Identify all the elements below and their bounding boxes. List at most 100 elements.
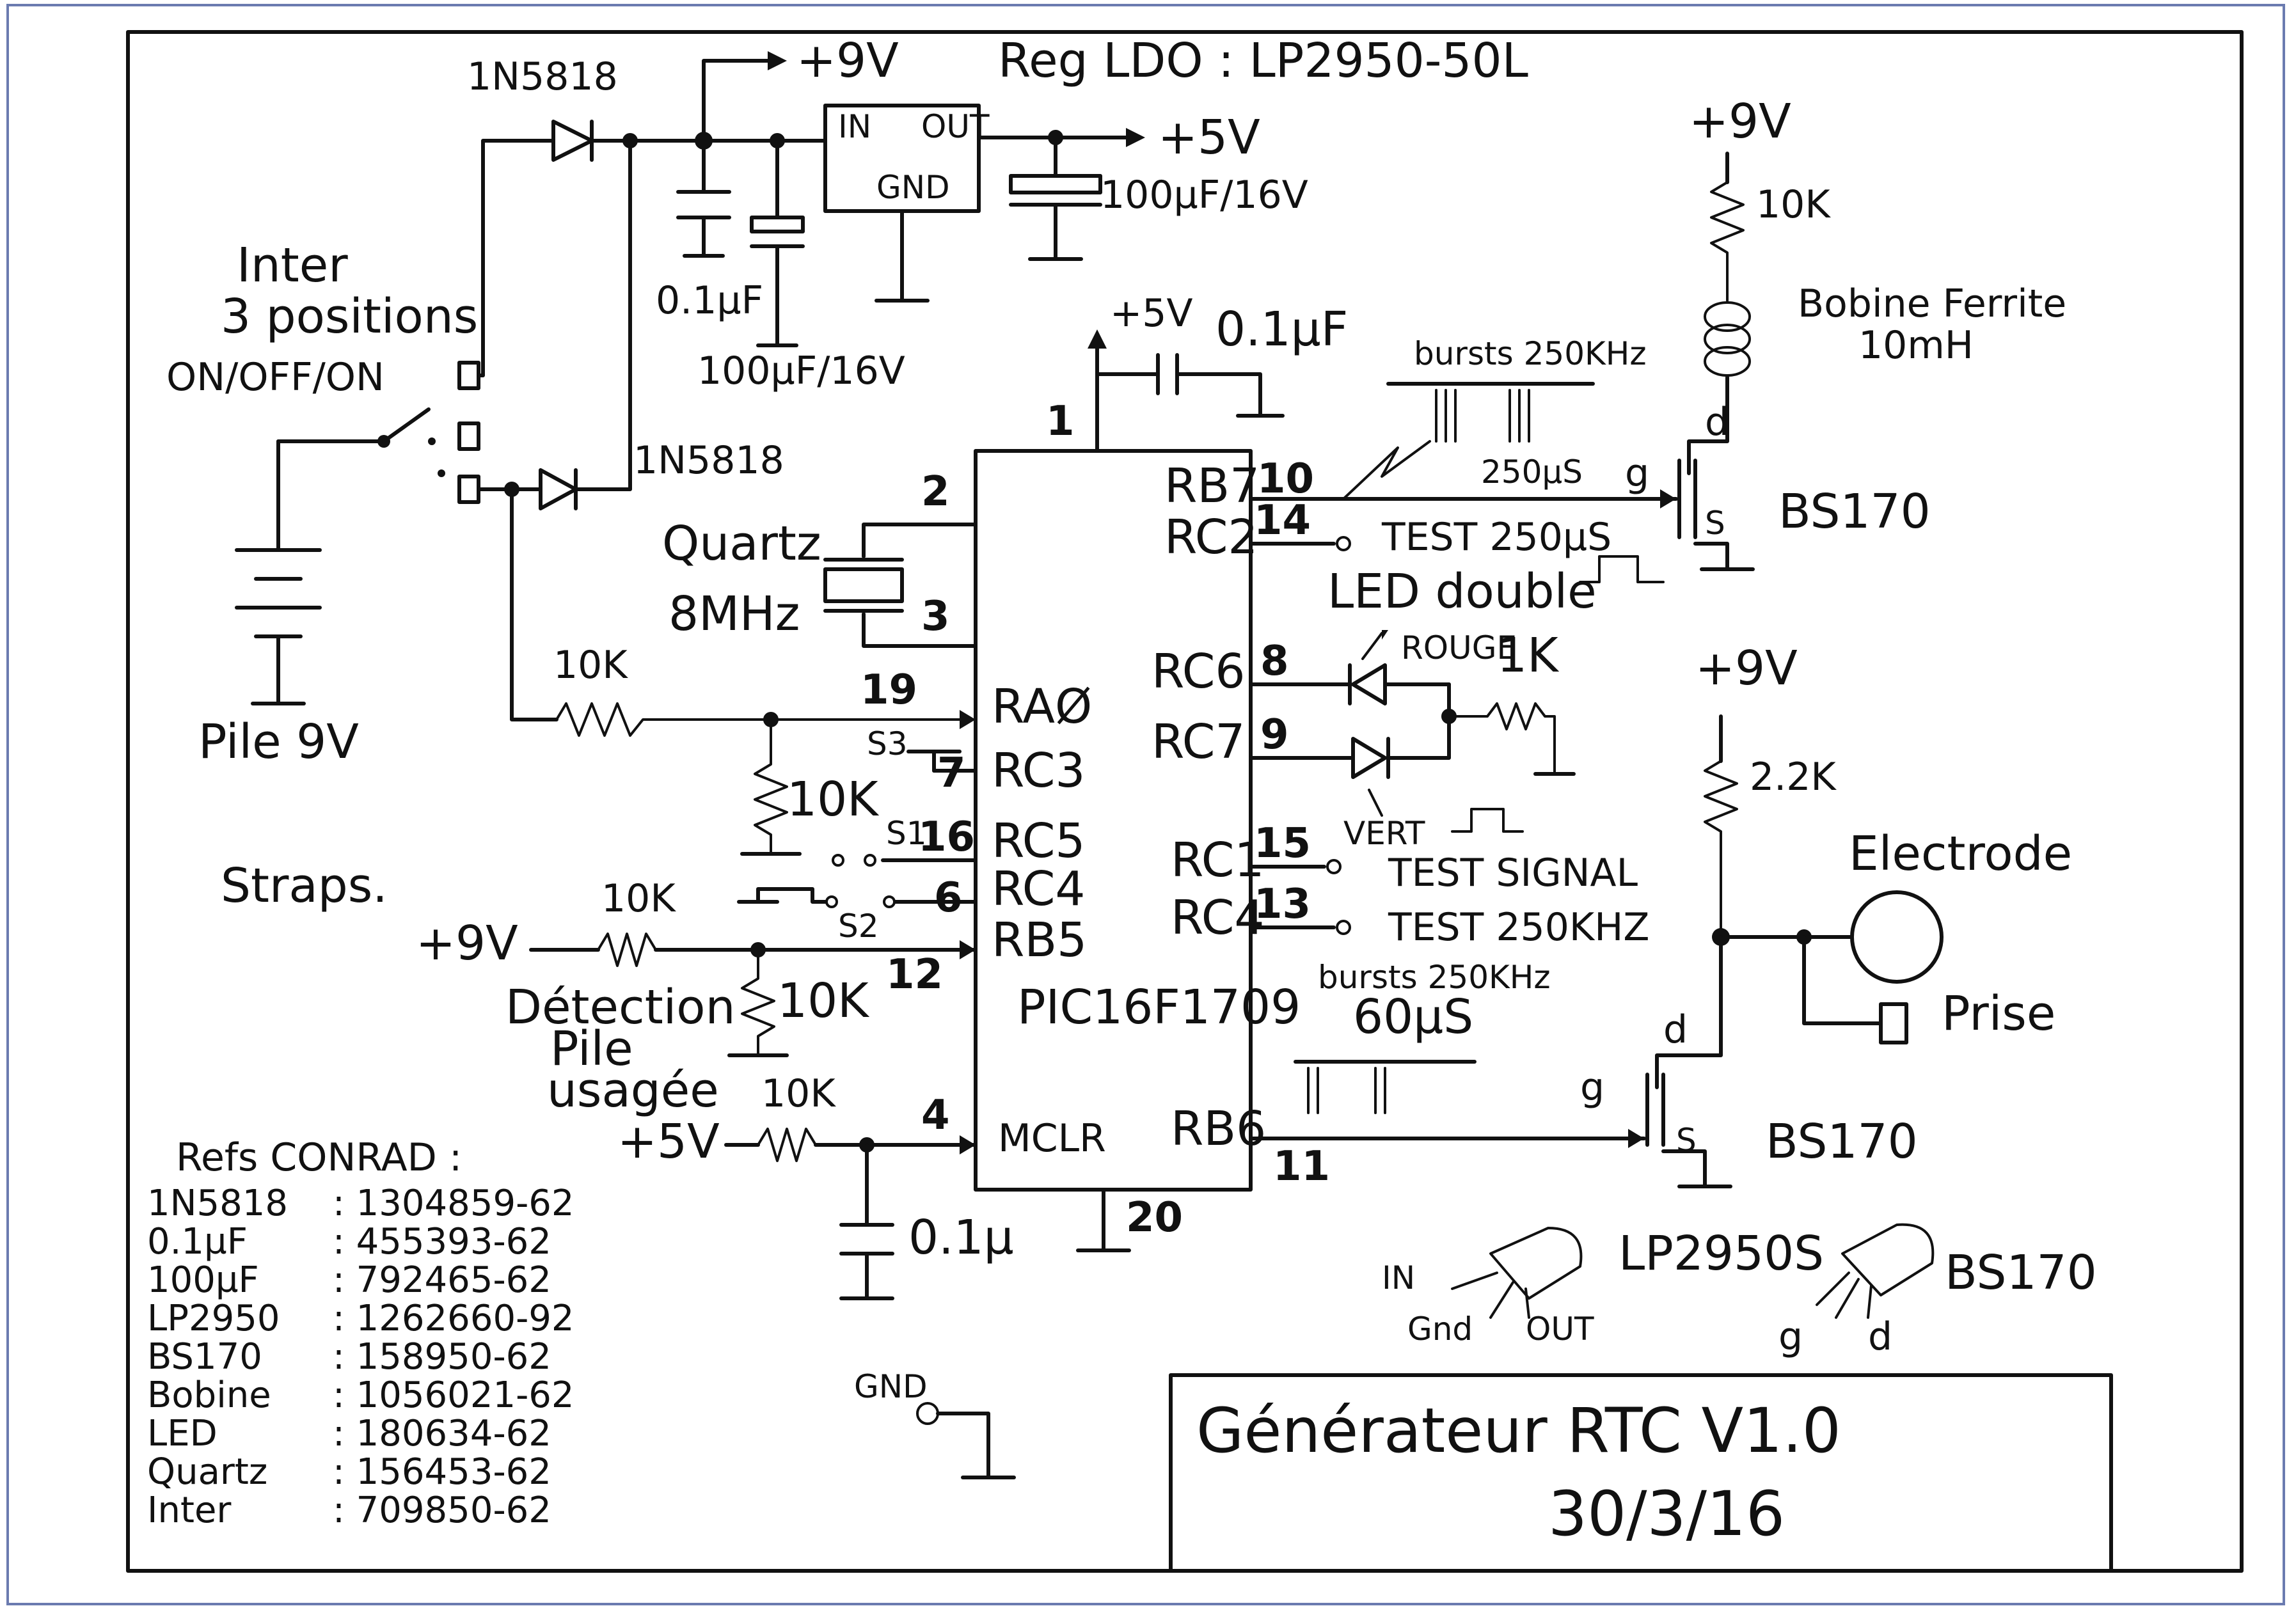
ref-code: : 709850-62	[333, 1490, 551, 1531]
ref-part: Bobine	[147, 1374, 271, 1416]
cap-out-symbol	[1009, 136, 1102, 261]
ref-code: : 1056021-62	[333, 1374, 574, 1416]
mcu-pin-15: 15	[1254, 820, 1311, 867]
prise-symbol	[1879, 1002, 1908, 1044]
diode-bottom-symbol	[539, 468, 578, 510]
battery-symbol	[235, 439, 383, 705]
prise-label: Prise	[1942, 986, 2055, 1041]
r-mclr-label: 10K	[761, 1071, 836, 1116]
refs-items: 1N5818: 1304859-620.1µF: 455393-62100µF:…	[147, 1183, 574, 1531]
lp-package-label: LP2950S	[1619, 1226, 1824, 1281]
mcu-label-rc1: RC1	[1171, 833, 1264, 888]
ref-part: LED	[147, 1413, 218, 1454]
test-250-label: TEST 250µS	[1381, 515, 1611, 560]
battery-label: Pile 9V	[198, 714, 359, 769]
mcu-body	[974, 449, 1253, 1192]
mcu-pin-14: 14	[1254, 497, 1311, 544]
mcu-pin-20: 20	[1126, 1194, 1183, 1241]
straps-label: Straps.	[221, 858, 388, 913]
coil-p9v-label: +9V	[1689, 94, 1791, 149]
mcu-label-rb7: RB7	[1164, 459, 1260, 514]
ref-code: : 1304859-62	[333, 1183, 574, 1224]
bursts-bottom-label-1: bursts 250KHz	[1318, 959, 1551, 996]
mcu-name: PIC16F1709	[1017, 980, 1301, 1035]
coil-fet-label: BS170	[1778, 484, 1931, 539]
regulator-out-pin: OUT	[921, 108, 990, 145]
ref-part: Quartz	[147, 1451, 267, 1493]
mcu-label-ra0: RAØ	[992, 679, 1092, 734]
test-signal-label: TEST SIGNAL	[1388, 851, 1638, 895]
input-section: 10K 19 10K S3 7 S1 16 S2 6 Straps. +9V	[221, 487, 1014, 1300]
strap-s1-label: S1	[886, 815, 927, 852]
mcu-label-rc4-right: RC4	[1171, 890, 1264, 945]
led-green-symbol	[1351, 737, 1390, 817]
mcu-pin-13: 13	[1254, 881, 1311, 928]
title-block-date: 30/3/16	[1548, 1478, 1785, 1550]
refs-list: Refs CONRAD : 1N5818: 1304859-620.1µF: 4…	[147, 1135, 574, 1531]
ref-code: : 156453-62	[333, 1451, 551, 1493]
coil-fet-g: g	[1625, 451, 1649, 496]
electrode-fet-g: g	[1580, 1065, 1604, 1110]
coil-fet-s: S	[1705, 505, 1725, 542]
quartz-label-1: Quartz	[662, 516, 821, 571]
electrode-label: Electrode	[1849, 826, 2072, 881]
mcu-label-mclr: MCLR	[998, 1116, 1106, 1161]
mcu-label-rc7: RC7	[1152, 714, 1245, 769]
ref-part: Inter	[147, 1490, 232, 1531]
vert-label: VERT	[1343, 815, 1425, 852]
title-block	[1169, 1373, 2113, 1573]
strap-s3-label: S3	[867, 725, 908, 762]
bs-g-label: g	[1778, 1314, 1803, 1359]
bs-package-label: BS170	[1945, 1245, 2097, 1300]
test-250khz-label: TEST 250KHZ	[1388, 905, 1649, 950]
bs170-package	[1816, 1223, 1935, 1319]
title-block-title: Générateur RTC V1.0	[1196, 1395, 1841, 1467]
diode-top-symbol	[551, 120, 594, 162]
bs-d-label: d	[1868, 1314, 1892, 1359]
coil-label-1: Bobine Ferrite	[1798, 281, 2066, 326]
gnd-legend: GND	[854, 1368, 1016, 1479]
coil-symbol	[1704, 301, 1751, 377]
mcu-label-rc2: RC2	[1164, 510, 1258, 565]
lp-out-label: OUT	[1526, 1311, 1594, 1348]
ref-code: : 158950-62	[333, 1336, 551, 1378]
electrode-symbol	[1850, 890, 1944, 984]
quartz-label-2: 8MHz	[669, 587, 800, 642]
switch-label-3: ON/OFF/ON	[166, 355, 384, 400]
mcu-pin-10: 10	[1257, 455, 1314, 503]
mcu-decoupling-cap: 0.1µF	[1215, 302, 1348, 357]
regulator-gnd-pin: GND	[876, 169, 950, 206]
r-rb5-pd-label: 10K	[777, 973, 870, 1028]
mcu-pin-8: 8	[1260, 638, 1289, 685]
mcu-pin-12: 12	[886, 951, 943, 998]
page-border	[6, 4, 2285, 1605]
r-ra0-label: 10K	[553, 643, 628, 688]
quartz-body	[823, 567, 904, 603]
cap-in-small-label: 0.1µF	[656, 278, 763, 323]
coil-r-label: 10K	[1756, 182, 1831, 227]
mcu-pin-9: 9	[1260, 711, 1289, 759]
coil-fet-d: d	[1705, 400, 1729, 445]
mcu-label-rc6: RC6	[1152, 644, 1245, 699]
electrode-fet-d: d	[1663, 1007, 1688, 1052]
mcu-pin-1: 1	[1046, 398, 1075, 445]
burst-bottom-marks	[1307, 1067, 1386, 1114]
bursts-bottom-label-2: 60µS	[1353, 989, 1473, 1044]
ref-part: BS170	[147, 1336, 262, 1378]
r-led-label: 1K	[1497, 628, 1560, 683]
bursts-top-label: bursts 250KHz	[1414, 335, 1647, 372]
coil-driver-section: +9V 10K Bobine Ferrite 10mH d g S BS170	[1625, 94, 2066, 571]
mcu-label-rc4-left: RC4	[992, 862, 1085, 917]
supply-p9v-label: +9V	[796, 33, 899, 88]
switch-symbol	[377, 361, 480, 504]
diode-top-label: 1N5818	[467, 54, 618, 99]
mcu-pin-11: 11	[1273, 1143, 1330, 1190]
lp2950-package	[1451, 1227, 1583, 1319]
c-mclr-label: 0.1µ	[908, 1210, 1014, 1265]
coil-label-2: 10mH	[1858, 323, 1974, 368]
switch-label-2: 3 positions	[221, 289, 478, 344]
ref-code: : 455393-62	[333, 1221, 551, 1263]
supply-p5v-label: +5V	[1158, 110, 1260, 165]
cap-in-small-symbol	[676, 139, 731, 258]
